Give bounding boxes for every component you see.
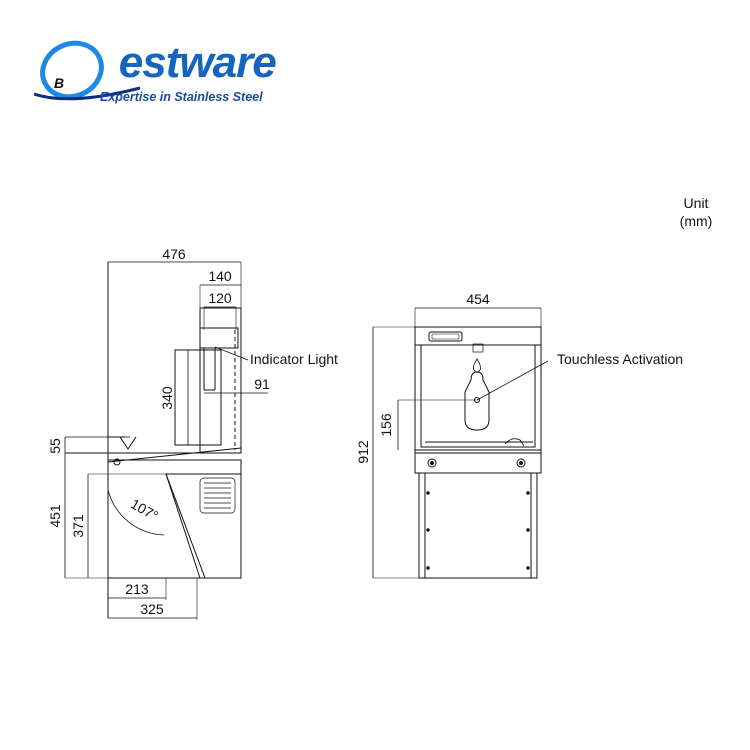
dim-156: 156 bbox=[378, 413, 394, 437]
dim-454: 454 bbox=[466, 291, 490, 307]
front-view bbox=[372, 307, 549, 579]
dim-340: 340 bbox=[159, 386, 175, 410]
water-drop-icon bbox=[473, 358, 481, 373]
unit-line-2: (mm) bbox=[679, 213, 713, 229]
dim-91: 91 bbox=[254, 376, 270, 392]
side-view bbox=[64, 261, 268, 620]
dim-120: 120 bbox=[208, 290, 232, 306]
brand-tagline: Expertise in Stainless Steel bbox=[100, 90, 263, 104]
unit-line-1: Unit bbox=[683, 195, 709, 211]
bottle-icon bbox=[464, 371, 490, 431]
dim-912: 912 bbox=[355, 440, 371, 464]
logo-swoosh-icon: B bbox=[33, 40, 141, 101]
dim-371: 371 bbox=[70, 514, 86, 538]
dim-325: 325 bbox=[140, 601, 164, 617]
indicator-panel bbox=[428, 331, 463, 342]
unit-label: Unit (mm) bbox=[672, 194, 720, 230]
dim-55: 55 bbox=[47, 438, 63, 454]
dim-140: 140 bbox=[208, 268, 232, 284]
angle-107: 107° bbox=[128, 495, 161, 523]
vent-grille bbox=[199, 477, 236, 514]
dim-476: 476 bbox=[162, 246, 186, 262]
touchless-activation-label: Touchless Activation bbox=[557, 351, 683, 367]
svg-text:B: B bbox=[54, 75, 64, 91]
indicator-light-label: Indicator Light bbox=[250, 351, 338, 367]
dim-451: 451 bbox=[47, 504, 63, 528]
dim-213: 213 bbox=[125, 581, 149, 597]
brand-text: estware bbox=[118, 38, 277, 87]
